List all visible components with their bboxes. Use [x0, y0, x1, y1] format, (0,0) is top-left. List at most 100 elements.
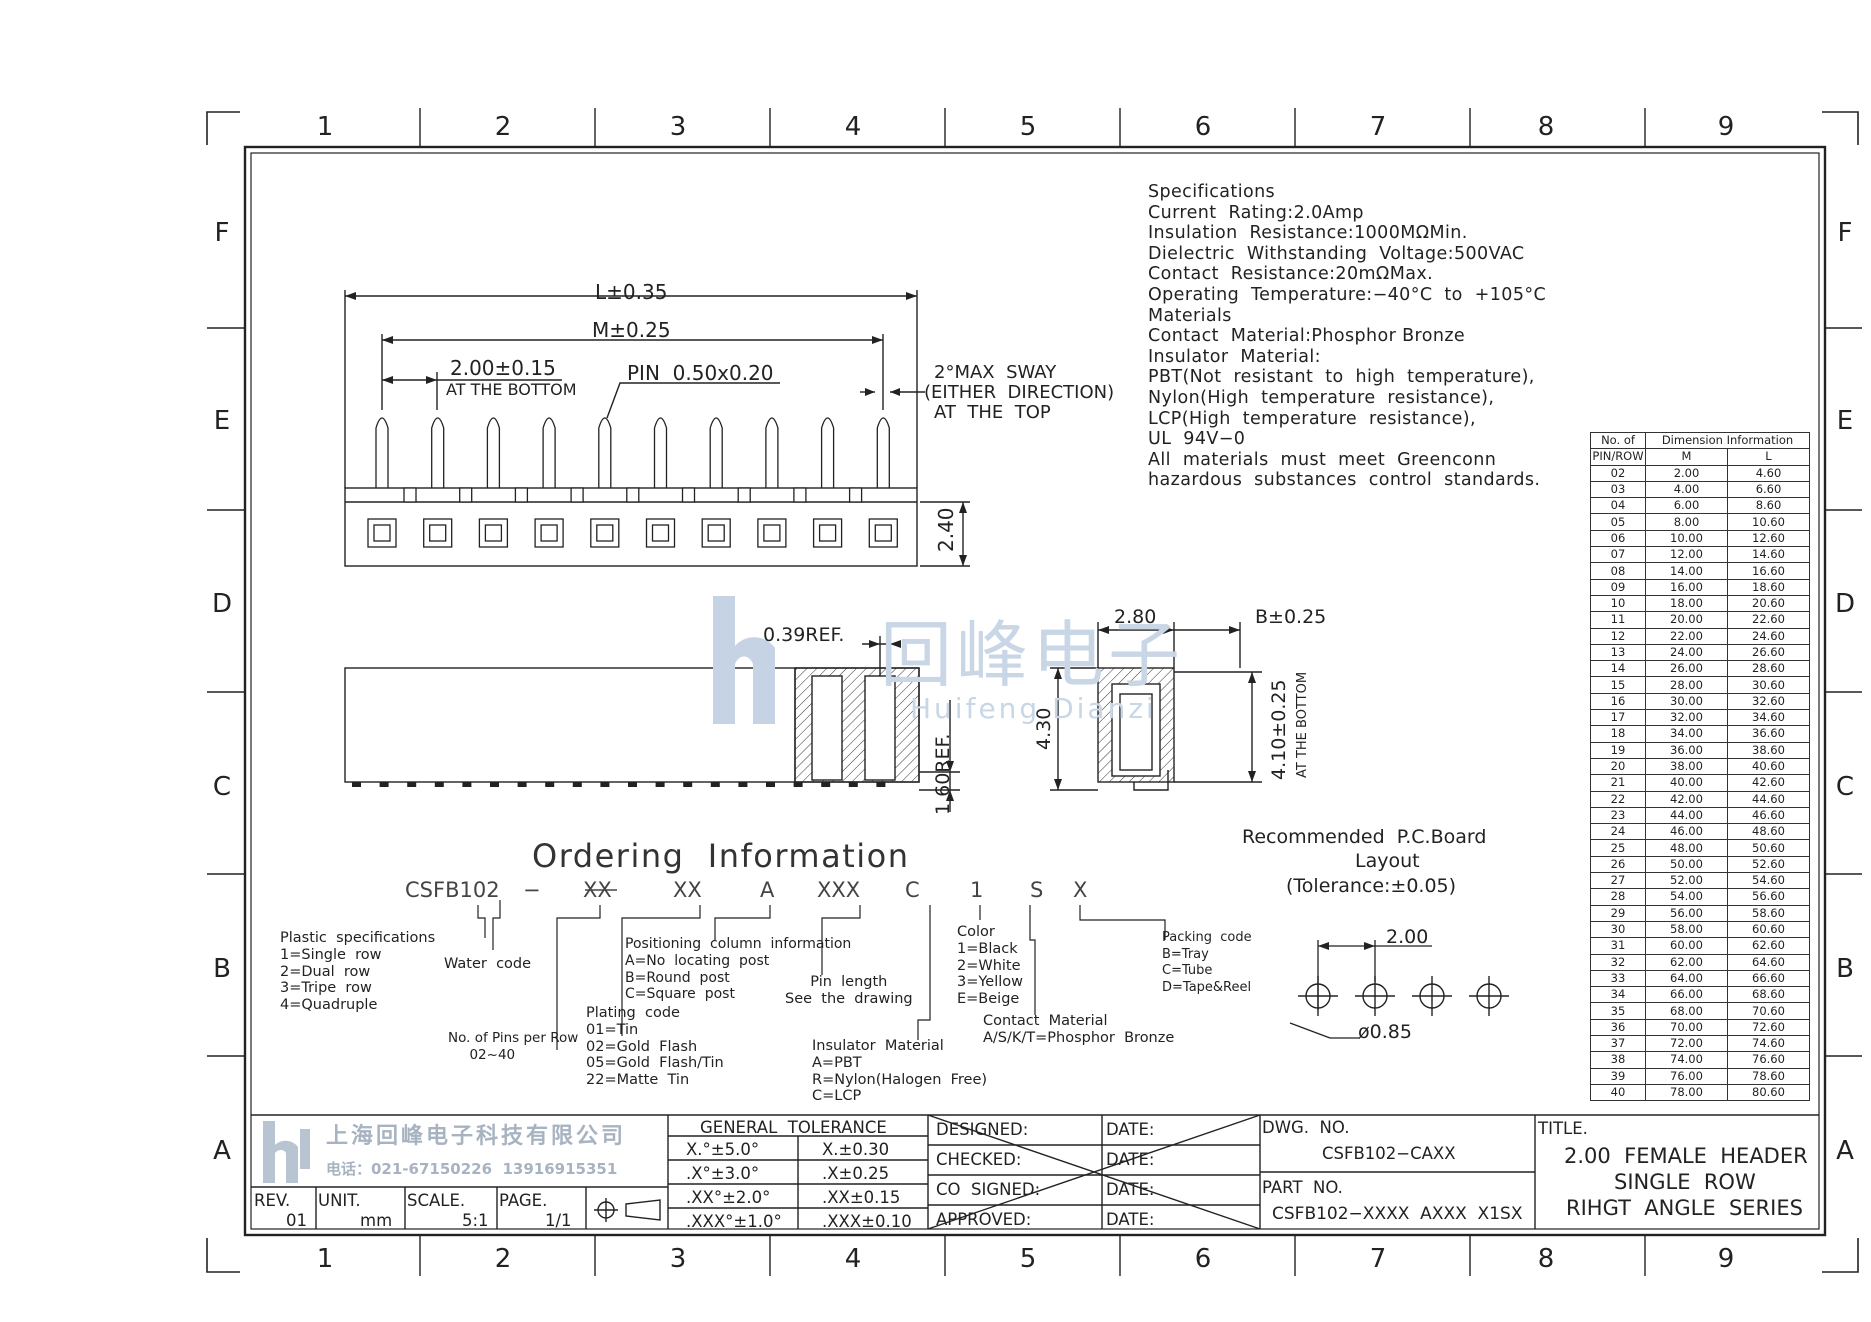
connector-pin	[653, 417, 668, 488]
tolerance-angle: .XX°±2.0°	[686, 1188, 771, 1207]
connector-pin	[486, 417, 501, 488]
housing-notch	[626, 487, 640, 503]
cell-pins: 31	[1590, 937, 1646, 955]
cell-L: 20.60	[1726, 594, 1811, 613]
tolerance-angle: .X°±3.0°	[686, 1164, 760, 1183]
zone-row-label: A	[1836, 1136, 1854, 1166]
bottom-pad	[462, 782, 472, 787]
bottom-pad	[766, 782, 775, 787]
ordering-code-part: XXX	[817, 878, 861, 902]
cell-M: 64.00	[1645, 969, 1728, 988]
tolerance-linear: .X±0.25	[822, 1164, 890, 1183]
dim-M-label: M±0.25	[592, 318, 671, 342]
ordering-color: Color 1=Black 2=White 3=Yellow E=Beige	[957, 924, 1024, 1008]
ordering-title: Ordering Information	[532, 837, 910, 875]
cell-L: 76.60	[1726, 1051, 1811, 1069]
cell-M: 42.00	[1645, 790, 1728, 808]
zone-column-label: 5	[1019, 1244, 1037, 1274]
contact-cavity-inner	[429, 524, 447, 542]
zone-column-label: 9	[1717, 112, 1735, 142]
cell-pins: 22	[1590, 790, 1646, 808]
dim-pitch-label: 2.00±0.15	[450, 356, 556, 380]
cell-M: 50.00	[1645, 855, 1728, 874]
zone-row-label: C	[1835, 772, 1855, 802]
cell-pins: 23	[1590, 806, 1646, 825]
bottom-pad	[490, 782, 499, 787]
cell-L: 30.60	[1726, 676, 1811, 694]
connector-pin	[431, 417, 445, 488]
cell-L: 66.60	[1726, 969, 1811, 988]
cell-M: 74.00	[1645, 1051, 1728, 1069]
connector-pin	[876, 417, 890, 488]
zone-column-label: 1	[316, 1244, 334, 1274]
cell-pins: 17	[1590, 709, 1646, 727]
bottom-pad	[876, 782, 886, 787]
cell-pins: 28	[1590, 888, 1646, 906]
cell-M: 38.00	[1645, 757, 1728, 776]
cell-L: 16.60	[1726, 562, 1811, 580]
cell-pins: 38	[1590, 1051, 1646, 1069]
housing-notch	[570, 487, 584, 503]
ordering-plastic: Plastic specifications 1=Single row 2=Du…	[280, 930, 436, 1014]
cell-M: 8.00	[1645, 513, 1728, 531]
spec-line: Specifications	[1148, 182, 1276, 202]
pcb-title-2: Layout	[1355, 850, 1420, 872]
spec-line: Insulation Resistance:1000MΩMin.	[1148, 223, 1468, 244]
ordering-code-part: −	[523, 878, 541, 902]
contact-cavity	[868, 518, 898, 548]
zone-row-label: D	[1834, 589, 1856, 619]
cell-M: 22.00	[1645, 627, 1728, 645]
bottom-pad	[572, 782, 582, 787]
signoff-label: APPROVED:	[936, 1210, 1032, 1229]
cell-L: 64.60	[1726, 953, 1811, 971]
cell-M: 32.00	[1645, 709, 1728, 727]
cell-pins: 05	[1590, 513, 1646, 531]
cell-pins: 04	[1590, 497, 1646, 515]
signoff-date-label: DATE:	[1106, 1150, 1155, 1169]
pcb-hole-label: ø0.85	[1358, 1021, 1412, 1043]
sway-label-2: (EITHER DIRECTION)	[924, 382, 1115, 403]
cell-L: 38.60	[1726, 741, 1811, 759]
ordering-code-part: 1	[970, 878, 984, 902]
signoff-label: DESIGNED:	[936, 1120, 1029, 1139]
pcb-hole-crosshair	[1469, 976, 1509, 1016]
cell-L: 28.60	[1726, 660, 1811, 678]
ordering-contact: Contact Material A/S/K/T=Phosphor Bronze	[983, 1013, 1175, 1046]
ordering-insulator: Insulator Material A=PBT R=Nylon(Halogen…	[812, 1038, 988, 1105]
ref-039-label: 0.39REF.	[763, 624, 845, 646]
cell-pins: 39	[1590, 1067, 1646, 1085]
cell-pins: 35	[1590, 1002, 1646, 1020]
cell-L: 42.60	[1726, 774, 1811, 792]
cell-M: 58.00	[1645, 920, 1728, 939]
watermark-logo	[705, 596, 795, 724]
contact-cavity	[812, 518, 843, 548]
cell-M: 28.00	[1645, 676, 1728, 694]
cell-L: 60.60	[1726, 920, 1811, 939]
cell-L: 54.60	[1726, 872, 1811, 890]
spec-line: LCP(High temperature resistance),	[1148, 408, 1476, 429]
title-line-1: 2.00 FEMALE HEADER	[1564, 1144, 1808, 1168]
cell-pins: 13	[1590, 643, 1646, 662]
cell-pins: 12	[1590, 627, 1646, 645]
tolerance-linear: .XX±0.15	[822, 1188, 901, 1207]
part-label: PART NO.	[1262, 1178, 1343, 1197]
pcb-tolerance: (Tolerance:±0.05)	[1286, 875, 1457, 897]
pcb-hole-crosshair	[1412, 976, 1452, 1016]
ordering-code-part: X	[1073, 878, 1088, 902]
pcb-hole-crosshair	[1298, 976, 1338, 1016]
cell-pins: 10	[1590, 594, 1646, 613]
cell-pins: 03	[1590, 480, 1646, 499]
cell-L: 58.60	[1726, 904, 1811, 922]
company-logo-icon	[263, 1121, 310, 1183]
scale-label: SCALE.	[407, 1191, 466, 1210]
cell-pins: 18	[1590, 725, 1646, 743]
cell-pins: 29	[1590, 904, 1646, 922]
